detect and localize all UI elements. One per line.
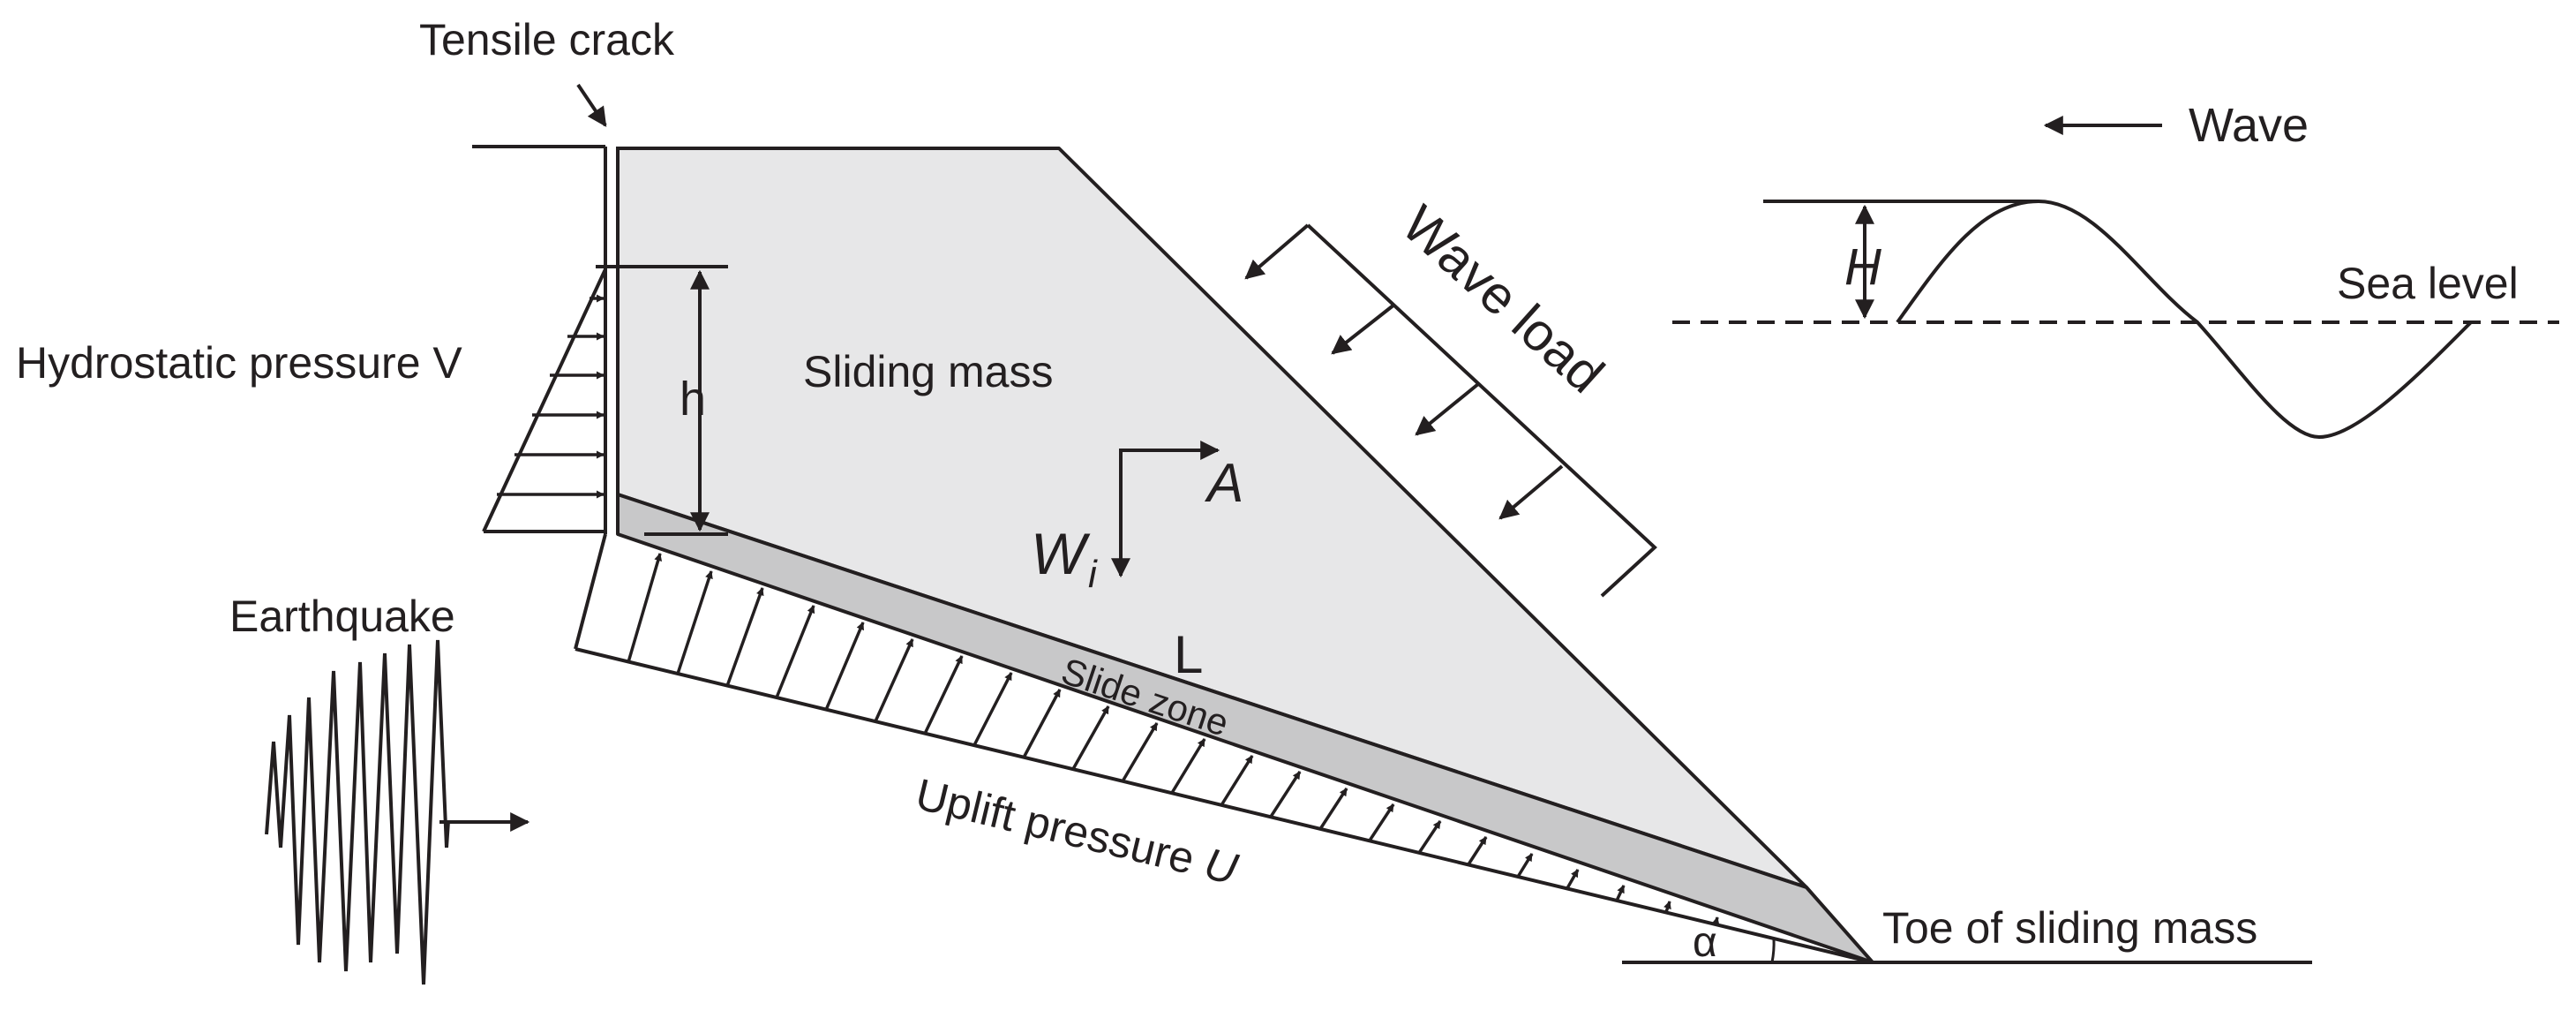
wave-load-frame — [1306, 223, 1657, 598]
hydrostatic-pressure-diagram — [482, 268, 607, 533]
a-label: A — [1204, 453, 1243, 514]
earthquake-label: Earthquake — [229, 592, 455, 641]
sliding-mass-label: Sliding mass — [803, 347, 1053, 396]
force-axes — [1111, 441, 1220, 578]
sea-level-label: Sea level — [2337, 259, 2519, 308]
w-label: W — [1031, 521, 1091, 586]
w-subscript: i — [1088, 553, 1098, 596]
hydrostatic-pressure-label: Hydrostatic pressure V — [16, 338, 462, 388]
uplift-pressure-label: Uplift pressure U — [911, 769, 1243, 894]
uplift-pressure-arrows — [627, 553, 1720, 925]
h-dimension — [596, 265, 728, 536]
uplift-pressure-text: Uplift pressure — [911, 769, 1211, 886]
h-label: h — [680, 373, 706, 426]
wave-load-label: Wave load — [1391, 194, 1615, 404]
toe-label: Toe of sliding mass — [1882, 903, 2257, 953]
l-label: L — [1174, 625, 1203, 684]
uplift-pressure-end — [574, 533, 607, 650]
wave-curve — [1896, 199, 2473, 440]
tensile-crack-arrow — [576, 83, 607, 127]
uplift-pressure-baseline — [575, 647, 1874, 964]
earthquake-waveform — [265, 639, 450, 985]
wave-label: Wave — [2189, 99, 2309, 152]
alpha-label: α — [1693, 919, 1717, 966]
tensile-crack — [472, 145, 620, 534]
alpha-arc — [1770, 938, 1776, 963]
wave-height-label: H — [1844, 238, 1881, 296]
hydrostatic-pressure-arrows — [497, 294, 605, 499]
tensile-crack-label: Tensile crack — [419, 15, 675, 64]
sliding-mass-body — [616, 147, 1808, 889]
wave-load-arrows — [1244, 223, 1564, 520]
